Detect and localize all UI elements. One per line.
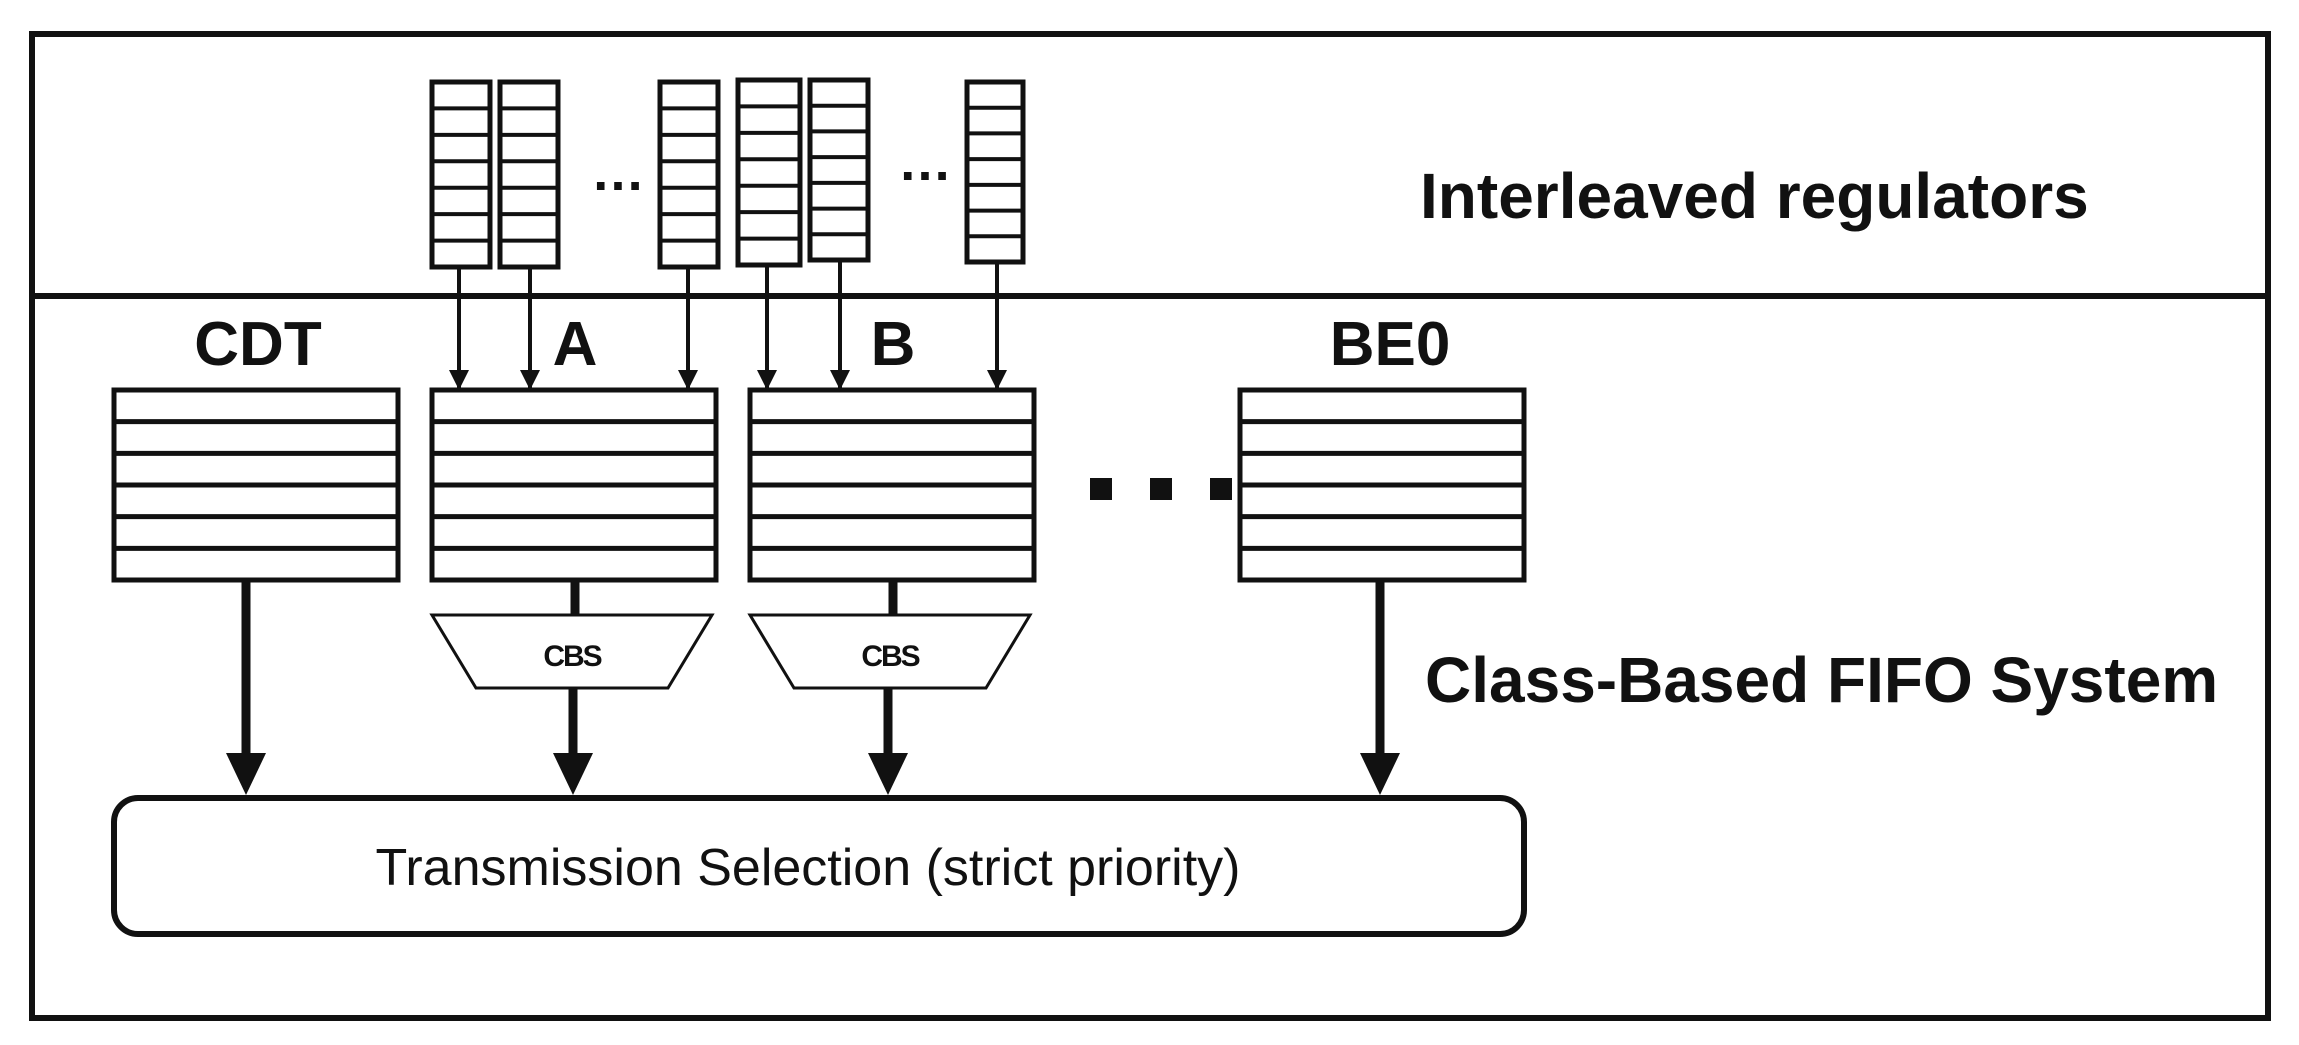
queue-label-be0: BE0	[1330, 310, 1451, 379]
class-fifo-queues	[111, 387, 1527, 583]
svg-text:CBS: CBS	[543, 640, 601, 673]
queue-label-cdt: CDT	[194, 310, 322, 379]
transmission-selection-label: Transmission Selection (strict priority)	[376, 839, 1241, 897]
arrow-b	[868, 688, 908, 795]
queue-ellipsis-dot	[1090, 478, 1112, 500]
fifo-queue-be0	[1237, 387, 1527, 583]
fifo-queue-b	[747, 387, 1037, 583]
regulator-queue	[807, 77, 871, 263]
queue-label-b: B	[871, 310, 916, 379]
cbs-shaper-a: CBS	[429, 580, 715, 690]
class-based-fifo-label: Class-Based FIFO System	[1425, 644, 2218, 716]
regulator-ellipsis-a: …	[591, 142, 645, 202]
interleaved-regulator-queues	[429, 77, 1026, 390]
queue-ellipsis-dot	[1150, 478, 1172, 500]
queue-label-a: A	[553, 310, 598, 379]
class-output-arrows	[226, 580, 1400, 795]
transmission-selection-box	[111, 795, 1527, 937]
regulator-queue	[657, 79, 721, 270]
regulator-ellipsis-b: …	[898, 132, 952, 192]
arrow-cdt	[226, 580, 266, 795]
queue-ellipsis-dot	[1210, 478, 1232, 500]
arrow-be0	[1360, 580, 1400, 795]
outer-frame	[29, 31, 2271, 1021]
regulator-queue	[735, 77, 803, 268]
regulator-queue	[964, 79, 1026, 265]
arrow-a	[553, 688, 593, 795]
svg-text:CBS: CBS	[861, 640, 919, 673]
fifo-queue-a	[429, 387, 719, 583]
cbs-shaper-b: CBS	[747, 580, 1033, 690]
regulator-queue	[429, 79, 493, 270]
regulator-queue	[497, 79, 561, 270]
fifo-queue-cdt	[111, 387, 401, 583]
interleaved-regulators-label: Interleaved regulators	[1420, 160, 2089, 232]
